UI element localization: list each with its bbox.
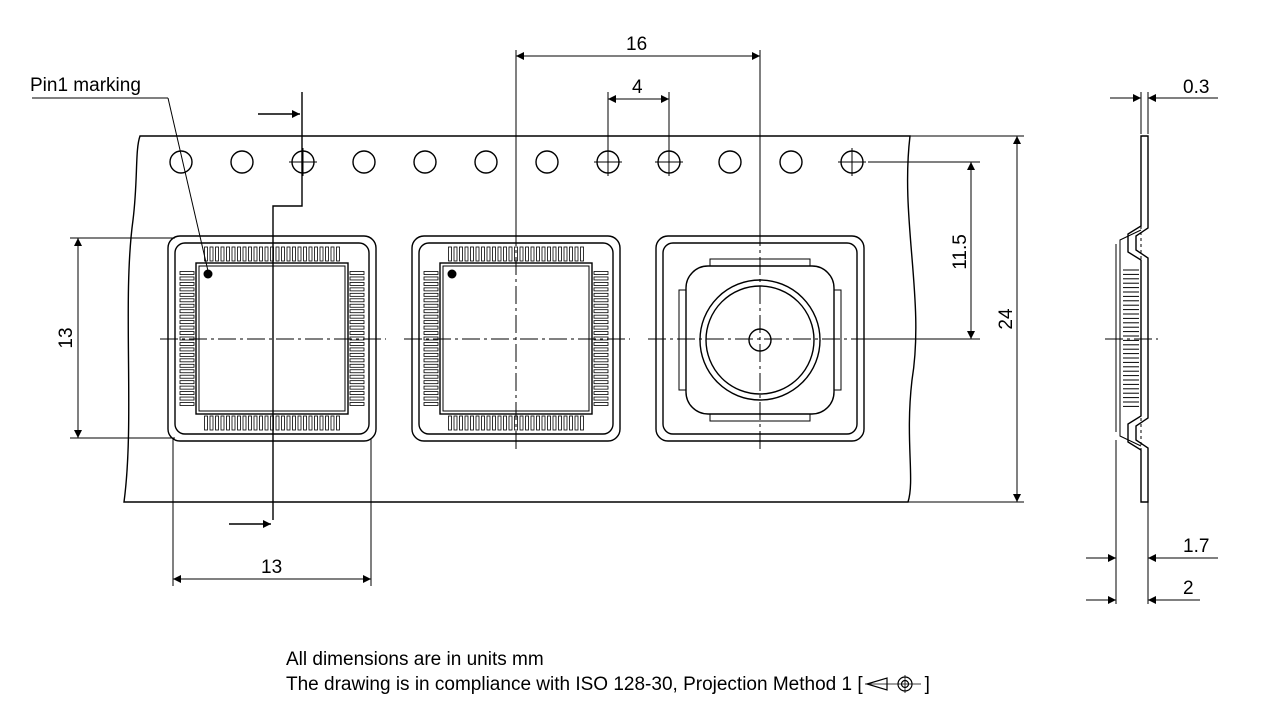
sprocket-hole: [230, 150, 254, 174]
dim-2-label: 2: [1183, 578, 1194, 599]
note-units: All dimensions are in units mm: [286, 649, 544, 670]
dim-0-3-label: 0.3: [1183, 77, 1209, 98]
dim-pocket-width: 13: [172, 438, 372, 586]
sprocket-hole: [169, 150, 193, 174]
pin1-leader: Pin1 marking: [30, 75, 209, 272]
pin1-dot: [203, 269, 213, 279]
sprocket-hole: [474, 150, 498, 174]
pin1-dot-2: [447, 269, 457, 279]
dim-13-vertical-label: 13: [56, 327, 77, 348]
sprocket-hole: [352, 150, 376, 174]
dim-pocket-pitch: 16: [515, 34, 761, 228]
sprocket-hole: [535, 150, 559, 174]
note-iso-text: The drawing is in compliance with ISO 12…: [286, 674, 863, 695]
first-angle-projection-icon: [864, 675, 921, 693]
dim-hole-pitch: 4: [607, 77, 670, 162]
dim-1-7-label: 1.7: [1183, 536, 1209, 557]
dim-4-label: 4: [632, 77, 643, 98]
carrier-tape-outline: [123, 135, 917, 503]
note-iso: The drawing is in compliance with ISO 12…: [286, 673, 930, 697]
side-view: [1105, 135, 1158, 503]
dim-24-label: 24: [996, 308, 1017, 330]
dim-11-5-label: 11.5: [950, 234, 971, 270]
dim-total-height: 2: [1086, 578, 1200, 604]
note-iso-close: ]: [924, 674, 930, 695]
dim-cavity-depth: 1.7: [1086, 440, 1218, 604]
pin1-label: Pin1 marking: [30, 75, 141, 96]
dim-13-horizontal-label: 13: [261, 557, 282, 578]
tape-drawing: Pin1 marking 16 4 11.5 24 13: [30, 34, 1218, 604]
section-cut-line: [229, 92, 303, 528]
sprocket-hole: [413, 150, 437, 174]
dim-offset: 11.5: [868, 161, 980, 340]
dim-tape-width: 24: [908, 135, 1024, 503]
sprocket-hole: [718, 150, 742, 174]
sprocket-holes: [169, 148, 866, 176]
dim-thickness: 0.3: [1110, 77, 1218, 134]
sprocket-hole: [779, 150, 803, 174]
dim-pocket-height: 13: [56, 237, 175, 439]
dim-16-label: 16: [626, 34, 647, 55]
